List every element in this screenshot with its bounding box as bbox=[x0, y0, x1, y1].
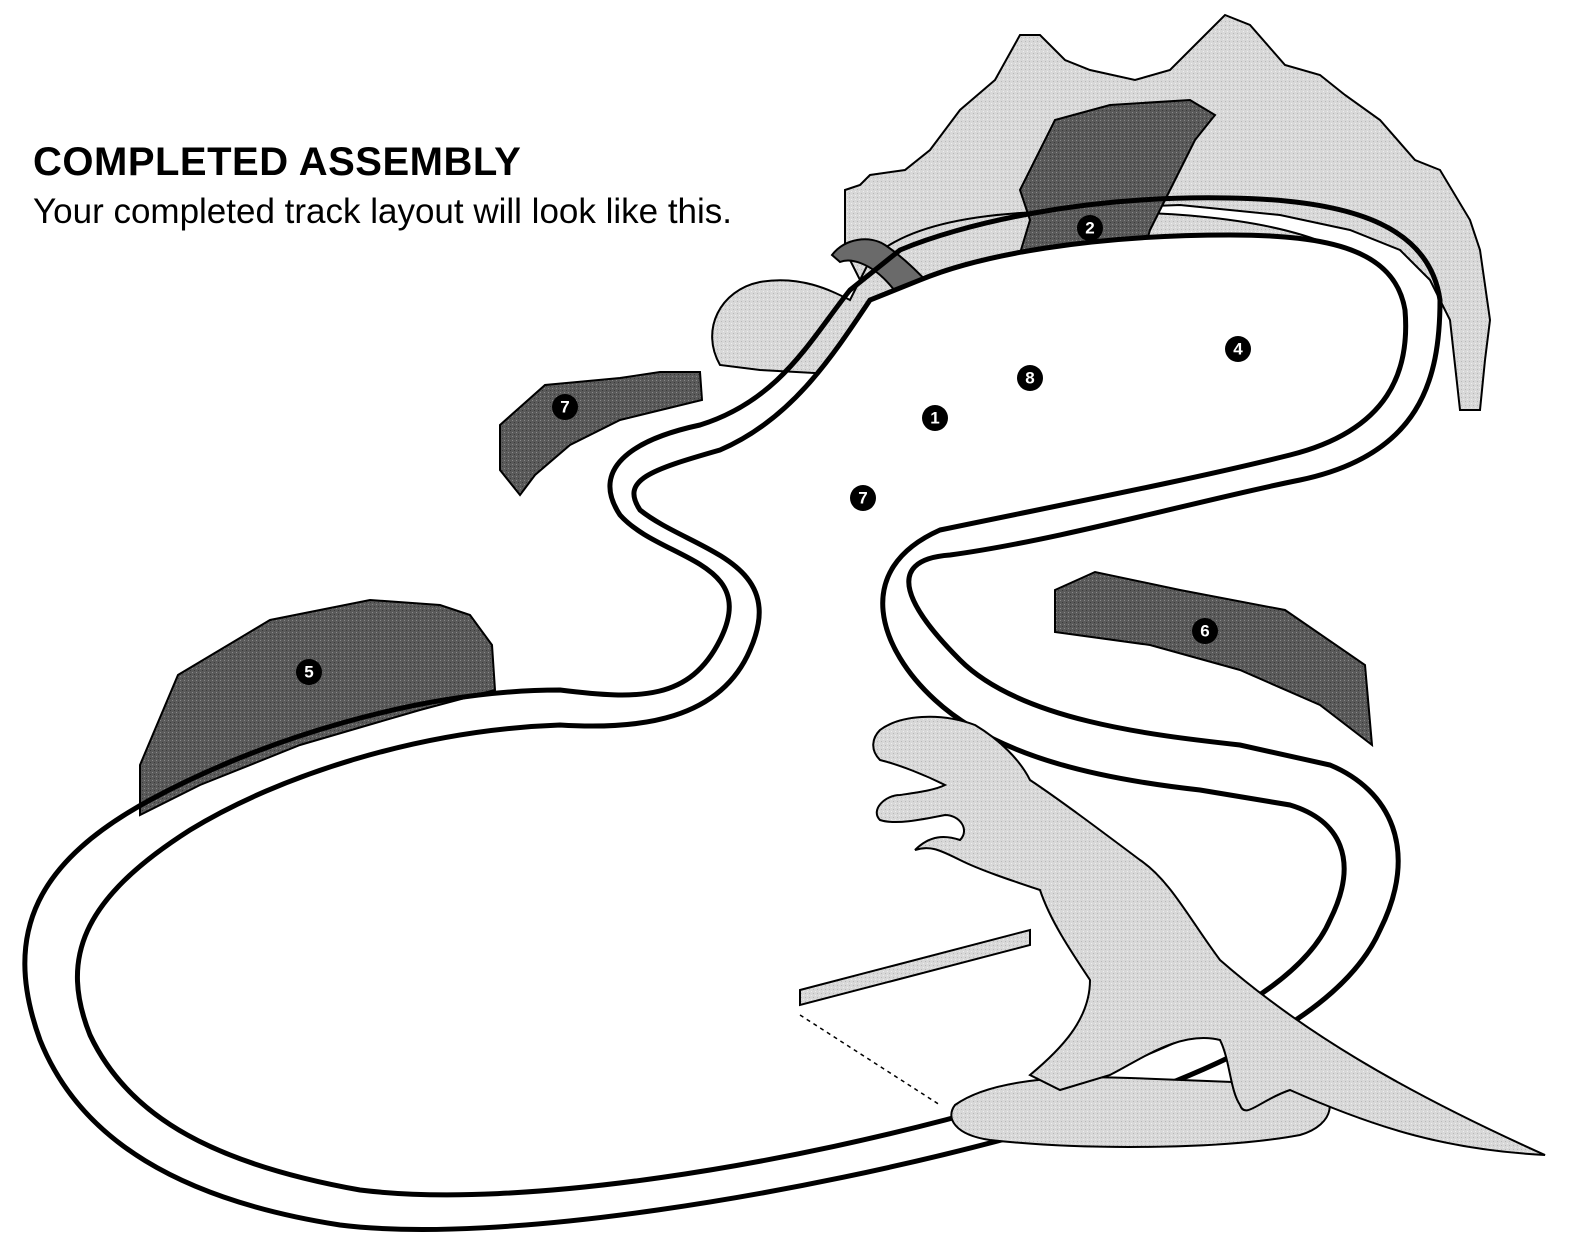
callout-badge-7-upper: 7 bbox=[552, 394, 578, 420]
callout-badge-2: 2 bbox=[1077, 215, 1103, 241]
svg-text:4: 4 bbox=[1233, 340, 1243, 359]
svg-text:5: 5 bbox=[304, 663, 313, 682]
svg-text:7: 7 bbox=[560, 398, 569, 417]
svg-text:7: 7 bbox=[858, 489, 867, 508]
right-rock-wall bbox=[1055, 572, 1372, 745]
callout-badge-7-middle: 7 bbox=[850, 485, 876, 511]
callout-badge-4: 4 bbox=[1225, 336, 1251, 362]
svg-text:1: 1 bbox=[930, 409, 939, 428]
callout-badge-5: 5 bbox=[296, 659, 322, 685]
callout-badge-1: 1 bbox=[922, 405, 948, 431]
svg-text:6: 6 bbox=[1200, 622, 1209, 641]
callout-badge-6: 6 bbox=[1192, 618, 1218, 644]
svg-text:8: 8 bbox=[1025, 369, 1034, 388]
svg-text:2: 2 bbox=[1085, 219, 1094, 238]
callout-badge-8: 8 bbox=[1017, 365, 1043, 391]
